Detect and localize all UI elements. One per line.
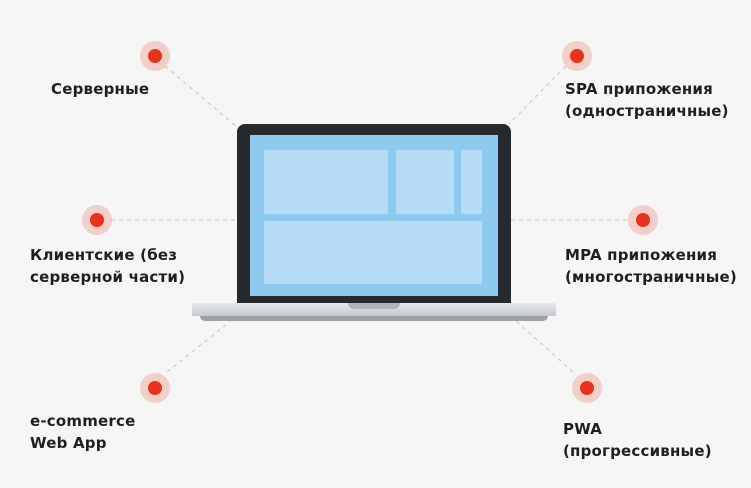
- dot-marker-icon: [562, 41, 592, 71]
- node-label-pwa: PWA (прогрессивные): [563, 418, 712, 462]
- dot-marker-icon: [140, 373, 170, 403]
- connector-spa: [508, 65, 567, 125]
- dot-marker-icon: [572, 373, 602, 403]
- laptop-base: [192, 303, 556, 316]
- label-line: серверной части): [30, 268, 186, 286]
- laptop-screen: [250, 135, 498, 296]
- label-line: Клиентские (без: [30, 246, 178, 264]
- node-label-servernye: Серверные: [51, 78, 149, 100]
- node-label-ecommerce: e-commerce Web App: [30, 410, 136, 454]
- node-label-spa: SPA припожения (одностраничные): [565, 78, 729, 122]
- connector-servernye: [164, 65, 238, 128]
- label-line: MPA припожения: [565, 246, 718, 264]
- dot-marker-icon: [140, 41, 170, 71]
- dot-marker-icon: [82, 205, 112, 235]
- label-line: (одностраничные): [565, 102, 729, 120]
- label-line: PWA: [563, 420, 603, 438]
- label-line: SPA припожения: [565, 80, 713, 98]
- connector-ecommerce: [166, 319, 233, 373]
- screen-block-medium: [396, 150, 454, 214]
- dot-marker-icon: [628, 205, 658, 235]
- screen-block-wide: [264, 221, 482, 284]
- laptop-base-bottom: [200, 316, 548, 321]
- screen-block-small: [461, 150, 482, 214]
- label-line: (прогрессивные): [563, 442, 712, 460]
- node-label-klientskie: Клиентские (без серверной части): [30, 244, 185, 288]
- connector-pwa: [514, 319, 574, 373]
- node-label-mpa: MPA припожения (многостраничные): [565, 244, 737, 288]
- label-line: e-commerce: [30, 412, 136, 430]
- screen-block-large: [264, 150, 388, 214]
- label-line: Серверные: [51, 80, 150, 98]
- label-line: Web App: [30, 434, 107, 452]
- laptop-notch: [348, 303, 400, 309]
- label-line: (многостраничные): [565, 268, 737, 286]
